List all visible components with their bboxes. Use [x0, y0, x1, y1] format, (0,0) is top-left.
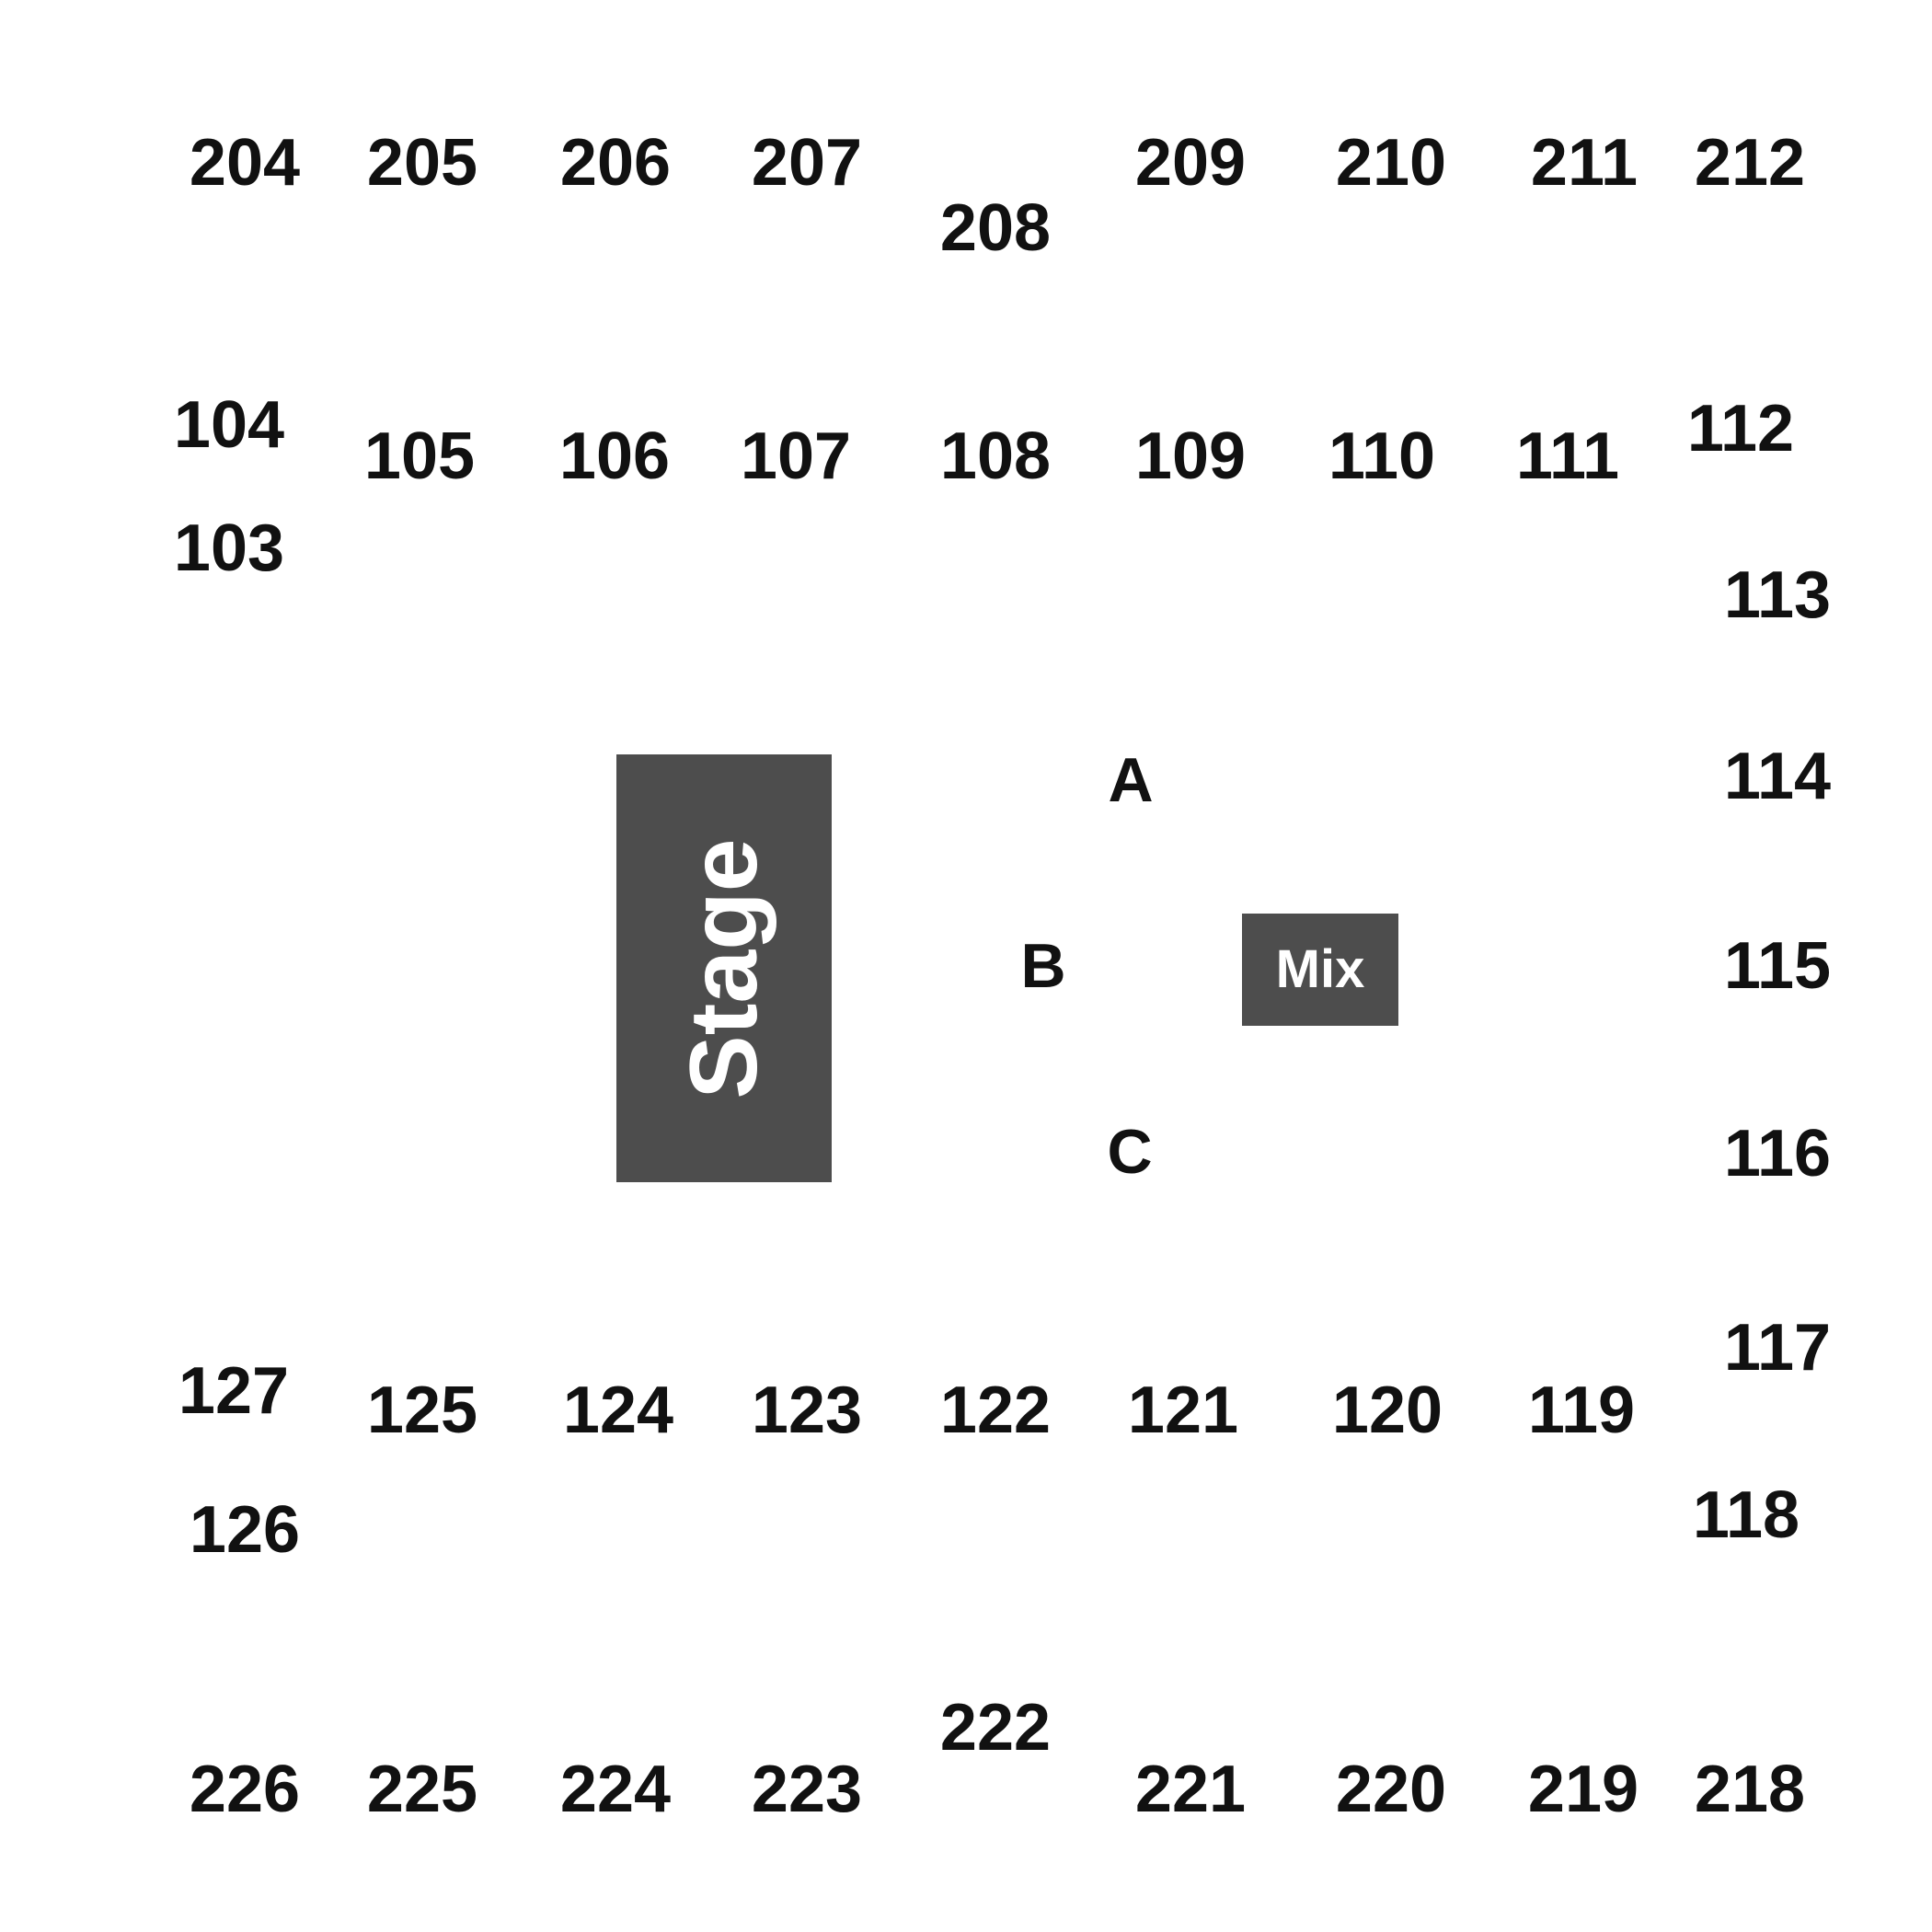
section-218[interactable]: 218 — [1694, 1753, 1806, 1826]
section-209[interactable]: 209 — [1134, 126, 1247, 200]
section-211[interactable]: 211 — [1530, 126, 1639, 200]
section-118[interactable]: 118 — [1692, 1478, 1800, 1552]
floor-section-c[interactable]: C — [1107, 1117, 1153, 1187]
section-122[interactable]: 122 — [939, 1374, 1052, 1447]
section-205[interactable]: 205 — [366, 126, 478, 200]
mix-label: Mix — [1275, 939, 1365, 999]
section-112[interactable]: 112 — [1686, 392, 1795, 466]
section-110[interactable]: 110 — [1328, 420, 1436, 493]
section-113[interactable]: 113 — [1723, 558, 1832, 632]
section-126[interactable]: 126 — [189, 1493, 301, 1567]
stage-block: Stage — [616, 754, 832, 1182]
section-104[interactable]: 104 — [173, 388, 285, 462]
section-206[interactable]: 206 — [559, 126, 672, 200]
section-207[interactable]: 207 — [751, 126, 863, 200]
mix-position-block: Mix — [1242, 914, 1398, 1026]
section-220[interactable]: 220 — [1335, 1753, 1447, 1826]
section-224[interactable]: 224 — [559, 1753, 672, 1826]
section-109[interactable]: 109 — [1134, 420, 1247, 493]
section-103[interactable]: 103 — [173, 512, 285, 585]
stage-label: Stage — [671, 837, 777, 1099]
section-120[interactable]: 120 — [1331, 1374, 1443, 1447]
section-222[interactable]: 222 — [939, 1691, 1052, 1765]
section-125[interactable]: 125 — [366, 1374, 478, 1447]
section-108[interactable]: 108 — [939, 420, 1052, 493]
section-208[interactable]: 208 — [939, 191, 1052, 265]
section-106[interactable]: 106 — [558, 420, 671, 493]
section-219[interactable]: 219 — [1527, 1753, 1639, 1826]
section-212[interactable]: 212 — [1694, 126, 1806, 200]
section-107[interactable]: 107 — [740, 420, 852, 493]
section-115[interactable]: 115 — [1723, 929, 1832, 1003]
section-204[interactable]: 204 — [189, 126, 301, 200]
section-226[interactable]: 226 — [189, 1753, 301, 1826]
floor-section-a[interactable]: A — [1108, 745, 1154, 815]
section-121[interactable]: 121 — [1127, 1374, 1239, 1447]
section-225[interactable]: 225 — [366, 1753, 478, 1826]
section-127[interactable]: 127 — [178, 1354, 290, 1428]
section-111[interactable]: 111 — [1515, 420, 1620, 493]
section-114[interactable]: 114 — [1723, 740, 1832, 813]
floor-section-b[interactable]: B — [1020, 931, 1066, 1001]
section-105[interactable]: 105 — [363, 420, 476, 493]
section-221[interactable]: 221 — [1134, 1753, 1247, 1826]
section-123[interactable]: 123 — [751, 1374, 863, 1447]
section-117[interactable]: 117 — [1723, 1311, 1832, 1385]
section-119[interactable]: 119 — [1527, 1374, 1636, 1447]
section-124[interactable]: 124 — [562, 1374, 674, 1447]
section-210[interactable]: 210 — [1335, 126, 1447, 200]
section-223[interactable]: 223 — [751, 1753, 863, 1826]
section-116[interactable]: 116 — [1723, 1117, 1832, 1190]
